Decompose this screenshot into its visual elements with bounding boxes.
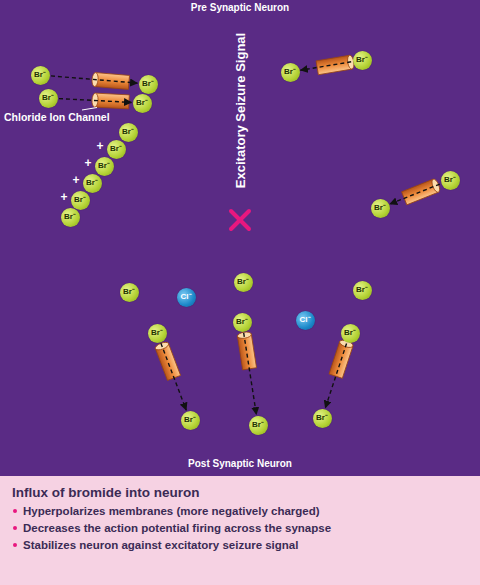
ion-symbol: Br⁻ xyxy=(122,128,134,136)
bromide-ion: Br⁻ xyxy=(120,283,139,302)
ion-symbol: Br⁻ xyxy=(284,68,296,76)
neuron-membrane xyxy=(55,351,438,476)
bromide-ion: Br⁻ xyxy=(119,123,138,142)
ion-symbol: Br⁻ xyxy=(151,329,163,337)
bromide-ion: Br⁻ xyxy=(281,63,300,82)
neuron: Pre Synaptic NeuronExcitatory Seizure Si… xyxy=(0,0,480,276)
ion-symbol: Br⁻ xyxy=(64,213,76,221)
bromide-ion: Br⁻ xyxy=(139,75,158,94)
ion-flow-arrow xyxy=(161,343,186,410)
synaptic-zone xyxy=(135,378,375,406)
ion-symbol: Br⁻ xyxy=(344,329,356,337)
chloride-channel xyxy=(402,178,442,205)
bromide-ion: Br⁻ xyxy=(107,140,126,159)
chloride-ion: Cl⁻ xyxy=(296,311,315,330)
bromide-ion: Br⁻ xyxy=(353,281,372,300)
bullet-item: Stabilizes neuron against excitatory sei… xyxy=(12,538,480,553)
signal-arrow: Excitatory Seizure Signal xyxy=(195,14,285,240)
bromide-ion: Br⁻ xyxy=(249,416,268,435)
ion-flow-arrow xyxy=(390,184,440,204)
ion-symbol: Br⁻ xyxy=(110,145,122,153)
charge-sign: + xyxy=(72,173,79,187)
bullet-item: Hyperpolarizes membranes (more negativel… xyxy=(12,504,480,519)
synaptic-zone xyxy=(115,231,365,257)
summary-panel: Influx of bromide into neuronHyperpolari… xyxy=(0,476,480,585)
arrow-label: Excitatory Seizure Signal xyxy=(233,32,248,187)
bromide-ion: Br⁻ xyxy=(234,273,253,292)
bromide-ion: Br⁻ xyxy=(353,51,372,70)
bullet-dot xyxy=(13,509,17,513)
ion-flow-arrow xyxy=(244,333,257,415)
bromide-ion: Br⁻ xyxy=(31,66,50,85)
panel-heading: Influx of bromide into neuron xyxy=(12,485,480,500)
neuron-label: Post Synaptic Neuron xyxy=(188,458,292,469)
block-cross xyxy=(231,211,249,229)
ion-flow-arrow xyxy=(300,62,351,70)
bromide-ion: Br⁻ xyxy=(371,199,390,218)
bromide-ion: Br⁻ xyxy=(181,411,200,430)
bullet-item: Decreases the action potential firing ac… xyxy=(12,521,480,536)
ion-symbol: Br⁻ xyxy=(123,288,135,296)
ion-symbol: Cl⁻ xyxy=(300,316,311,324)
bromide-ion: Br⁻ xyxy=(61,208,80,227)
chloride-ion: Cl⁻ xyxy=(177,288,196,307)
bullet-text: Hyperpolarizes membranes (more negativel… xyxy=(23,505,320,517)
ion-symbol: Br⁻ xyxy=(356,56,368,64)
ion-symbol: Br⁻ xyxy=(34,71,46,79)
bromide-ion: Br⁻ xyxy=(233,313,252,332)
ion-flow-arrow xyxy=(51,76,138,83)
charge-sign: + xyxy=(84,156,91,170)
ion-symbol: Br⁻ xyxy=(86,179,98,187)
bromide-ion: Br⁻ xyxy=(441,171,460,190)
charge-sign: + xyxy=(60,190,67,204)
bullet-dot xyxy=(13,526,17,530)
neuron-label: Pre Synaptic Neuron xyxy=(191,2,289,13)
ion-symbol: Br⁻ xyxy=(142,80,154,88)
ion-symbol: Br⁻ xyxy=(74,196,86,204)
ion-symbol: Br⁻ xyxy=(136,99,148,107)
ion-symbol: Br⁻ xyxy=(444,176,456,184)
ion-symbol: Br⁻ xyxy=(237,278,249,286)
chloride-channel xyxy=(154,341,180,381)
ion-symbol: Br⁻ xyxy=(98,162,110,170)
ion-symbol: Br⁻ xyxy=(184,416,196,424)
charge-sign: + xyxy=(96,139,103,153)
bullet-text: Decreases the action potential firing ac… xyxy=(23,522,331,534)
neuron-membrane xyxy=(68,0,441,266)
channel-label: Chloride Ion Channel xyxy=(4,111,110,123)
ion-symbol: Br⁻ xyxy=(374,204,386,212)
bromide-ion: Br⁻ xyxy=(71,191,90,210)
ion-flow-arrow xyxy=(59,99,132,103)
bromide-ion: Br⁻ xyxy=(133,94,152,113)
ion-symbol: Br⁻ xyxy=(316,414,328,422)
ion-symbol: Br⁻ xyxy=(356,286,368,294)
bromide-ion: Br⁻ xyxy=(148,324,167,343)
ion-symbol: Cl⁻ xyxy=(181,293,192,301)
bromide-ion: Br⁻ xyxy=(95,157,114,176)
bromide-ion: Br⁻ xyxy=(39,89,58,108)
bullet-dot xyxy=(13,543,17,547)
ion-symbol: Br⁻ xyxy=(236,318,248,326)
ion-symbol: Br⁻ xyxy=(42,94,54,102)
leader-line xyxy=(82,108,97,111)
ion-flow-arrow xyxy=(325,343,346,408)
bullet-text: Stabilizes neuron against excitatory sei… xyxy=(23,539,298,551)
bromide-ion: Br⁻ xyxy=(313,409,332,428)
arrow-body xyxy=(198,18,282,232)
bromide-ion: Br⁻ xyxy=(341,324,360,343)
bromide-ion: Br⁻ xyxy=(83,174,102,193)
ion-symbol: Br⁻ xyxy=(252,421,264,429)
